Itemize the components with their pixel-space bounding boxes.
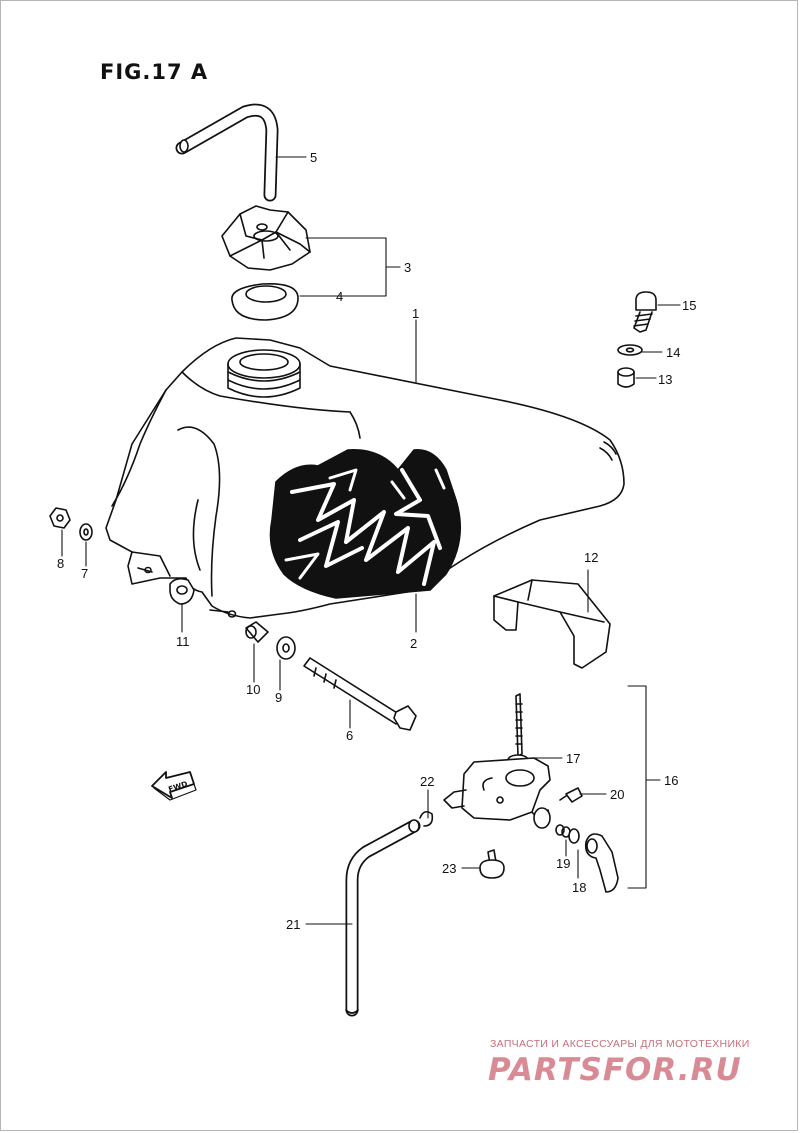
callout-1: 1 [412, 306, 419, 321]
part-collar-10 [245, 621, 269, 643]
part-collar-13 [617, 367, 635, 388]
part-bolt-6 [303, 657, 417, 731]
callout-12: 12 [584, 550, 598, 565]
callout-6: 6 [346, 728, 353, 743]
part-cap-gasket [231, 282, 299, 321]
fwd-arrow-icon [151, 771, 197, 801]
leader-lines [61, 156, 681, 925]
part-bolt-15 [633, 291, 657, 333]
part-grommet-11 [169, 577, 195, 605]
callout-13: 13 [658, 372, 672, 387]
part-fuel-cap [221, 205, 311, 271]
part-breather-hose [175, 103, 279, 202]
callout-4: 4 [336, 289, 343, 304]
watermark-logo: PARTSFOR.RU [488, 1052, 742, 1088]
part-fuel-hose [345, 819, 421, 1017]
callout-5: 5 [310, 150, 317, 165]
callout-20: 20 [610, 787, 624, 802]
callout-19: 19 [556, 856, 570, 871]
callout-14: 14 [666, 345, 680, 360]
callout-23: 23 [442, 861, 456, 876]
part-spring-19 [555, 824, 580, 844]
part-fuel-cock [443, 693, 551, 829]
callout-9: 9 [275, 690, 282, 705]
callout-3: 3 [404, 260, 411, 275]
part-nut-8 [49, 507, 71, 529]
part-tank-decal [269, 449, 462, 599]
callout-22: 22 [420, 774, 434, 789]
watermark-tagline: ЗАПЧАСТИ И АКСЕССУАРЫ ДЛЯ МОТОТЕХНИКИ [490, 1038, 750, 1050]
part-screw-20 [559, 787, 583, 803]
part-washer-9 [276, 636, 296, 660]
part-tank-cushion [493, 579, 611, 669]
part-washer-14 [617, 344, 643, 356]
callout-2: 2 [410, 636, 417, 651]
callout-21: 21 [286, 917, 300, 932]
part-washer-7 [79, 523, 93, 541]
callout-16: 16 [664, 773, 678, 788]
callout-18: 18 [572, 880, 586, 895]
callout-7: 7 [81, 566, 88, 581]
callout-10: 10 [246, 682, 260, 697]
figure-title: FIG.17 A [100, 60, 209, 84]
callout-8: 8 [57, 556, 64, 571]
part-screw-23 [479, 849, 505, 879]
callout-17: 17 [566, 751, 580, 766]
part-hose-clip [419, 810, 434, 827]
callout-15: 15 [682, 298, 696, 313]
callout-11: 11 [176, 634, 190, 649]
part-fuel-lever [584, 833, 619, 893]
